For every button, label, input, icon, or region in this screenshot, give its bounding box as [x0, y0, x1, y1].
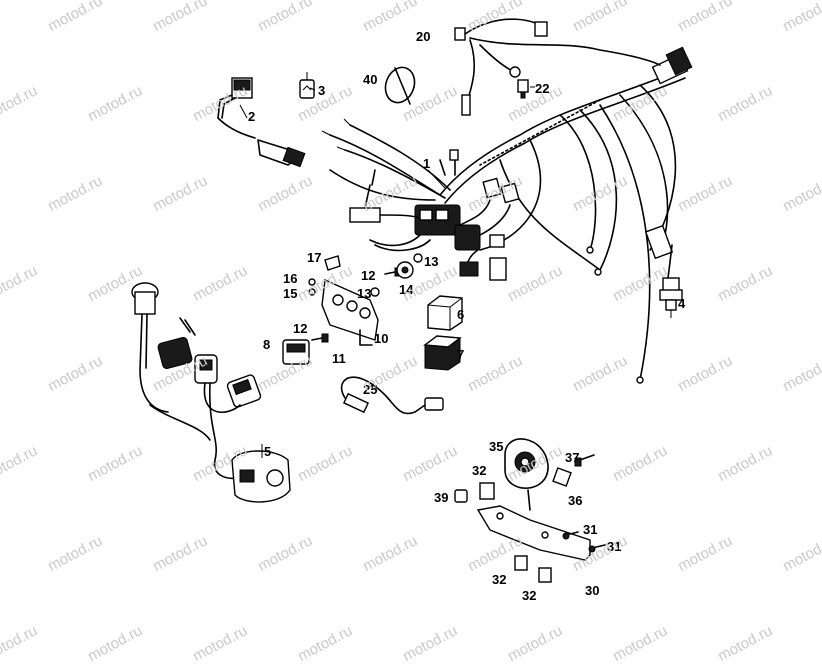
- label-16: 16: [283, 271, 297, 286]
- label-13-top: 13: [424, 254, 438, 269]
- label-36: 36: [568, 493, 582, 508]
- label-4: 4: [678, 296, 686, 311]
- part-22-sensor: [518, 80, 528, 98]
- label-8: 8: [263, 337, 270, 352]
- label-35: 35: [489, 439, 503, 454]
- label-6: 6: [457, 307, 464, 322]
- label-32-top: 32: [472, 463, 486, 478]
- label-13-bottom: 13: [357, 286, 371, 301]
- label-32-middle: 32: [492, 572, 506, 587]
- label-30: 30: [585, 583, 599, 598]
- label-12-bottom: 12: [293, 321, 307, 336]
- label-31-top: 31: [583, 522, 597, 537]
- label-5: 5: [264, 444, 271, 459]
- label-1: 1: [423, 156, 430, 171]
- part-3-switch: [300, 72, 314, 98]
- watermark-text: motod.ru: [85, 622, 145, 665]
- label-40: 40: [363, 72, 377, 87]
- part-25-speed-sensor: [342, 377, 443, 413]
- label-2: 2: [248, 109, 255, 124]
- watermark-text: motod.ru: [715, 622, 775, 665]
- watermark-text: motod.ru: [295, 622, 355, 665]
- label-15: 15: [283, 286, 297, 301]
- label-32-bottom: 32: [522, 588, 536, 603]
- label-20: 20: [416, 29, 430, 44]
- label-12-top: 12: [361, 268, 375, 283]
- watermark-text: motod.ru: [400, 622, 460, 665]
- part-7-relay: [425, 336, 460, 370]
- watermark-text: motod.ru: [505, 622, 565, 665]
- label-37: 37: [565, 450, 579, 465]
- label-17: 17: [307, 250, 321, 265]
- part-40-cable-tie: [381, 63, 420, 106]
- watermark-text: motod.ru: [610, 622, 670, 665]
- watermark-text: motod.ru: [190, 622, 250, 665]
- watermark-text: motod.ru: [0, 622, 40, 665]
- label-7: 7: [457, 347, 464, 362]
- label-11: 11: [332, 351, 346, 366]
- label-39: 39: [434, 490, 448, 505]
- label-10: 10: [374, 331, 388, 346]
